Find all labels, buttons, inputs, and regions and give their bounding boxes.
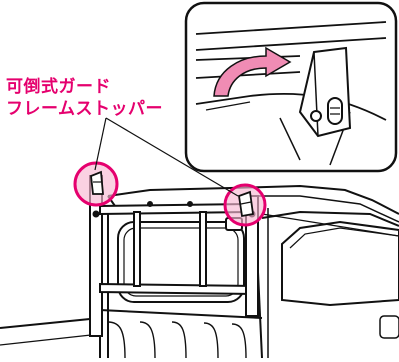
stopper-highlight-left: [75, 163, 117, 205]
detail-inset: [186, 3, 396, 171]
callout-line-1: 可倒式ガード: [6, 76, 163, 98]
stopper-highlight-right: [225, 185, 265, 225]
callout-line-2: フレームストッパー: [6, 98, 163, 120]
stopper-callout-label: 可倒式ガード フレームストッパー: [6, 76, 163, 120]
